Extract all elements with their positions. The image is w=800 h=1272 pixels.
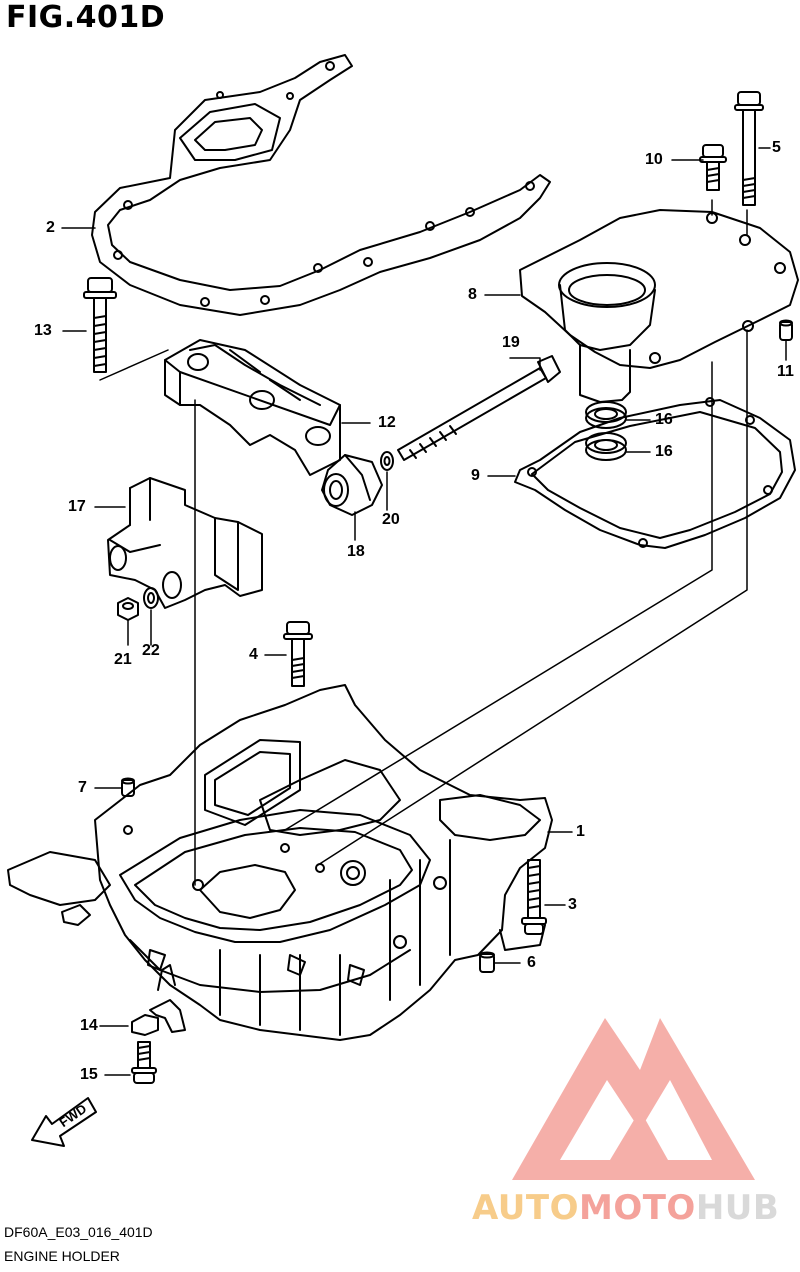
figure-title: FIG.401D: [6, 0, 166, 35]
callout-21: 21: [114, 651, 132, 668]
callout-4: 4: [249, 646, 258, 663]
watermark-part-auto: AUTO: [472, 1188, 579, 1228]
figure-caption: ENGINE HOLDER: [4, 1248, 120, 1264]
callout-6: 6: [527, 954, 536, 971]
callout-17: 17: [68, 498, 86, 515]
bracket-part-17: [107, 477, 263, 609]
cover-part-8: [519, 209, 799, 403]
fwd-arrow-icon: [31, 1097, 97, 1147]
callout-9: 9: [471, 467, 480, 484]
callout-5: 5: [772, 139, 781, 156]
dowel-part-11: [779, 319, 793, 341]
bolt-part-4: [283, 621, 313, 687]
bolt-part-15: [131, 1041, 157, 1084]
leader-lines: [61, 147, 787, 1076]
callout-2: 2: [46, 219, 55, 236]
seal-part-16-upper: [585, 401, 627, 429]
washer-part-22: [143, 587, 159, 609]
callout-18: 18: [347, 543, 365, 560]
gasket-part-9: [514, 397, 796, 549]
bolt-part-13: [83, 277, 117, 373]
callout-16-upper: 16: [655, 411, 673, 428]
callout-13: 13: [34, 322, 52, 339]
callout-20: 20: [382, 511, 400, 528]
callout-12: 12: [378, 414, 396, 431]
callout-15: 15: [80, 1066, 98, 1083]
callout-3: 3: [568, 896, 577, 913]
callout-10: 10: [645, 151, 663, 168]
callout-19: 19: [502, 334, 520, 351]
bushing-part-18: [321, 454, 383, 516]
watermark-logo-icon: [512, 1018, 755, 1180]
callout-14: 14: [80, 1017, 98, 1034]
callout-1: 1: [576, 823, 585, 840]
dowel-part-6: [479, 951, 495, 973]
washer-part-20: [380, 451, 394, 471]
bolt-part-5: [734, 91, 764, 206]
callout-8: 8: [468, 286, 477, 303]
nut-part-21: [117, 597, 139, 621]
mount-block-part-12: [164, 339, 341, 476]
fitting-part-14: [131, 964, 186, 1036]
gasket-part-2: [91, 54, 551, 316]
callout-16-lower: 16: [655, 443, 673, 460]
assembly-guide-lines: [194, 199, 748, 886]
bolt-part-10: [699, 144, 727, 191]
figure-code: DF60A_E03_016_401D: [4, 1224, 153, 1240]
watermark-part-hub: HUB: [695, 1188, 780, 1228]
bolt-part-3: [521, 859, 547, 935]
engine-holder-part-1: [7, 684, 553, 1041]
long-bolt-part-19: [397, 355, 561, 461]
callout-11: 11: [777, 363, 794, 380]
watermark-text: AUTOMOTOHUB: [472, 1188, 779, 1228]
callout-22: 22: [142, 642, 160, 659]
callout-7: 7: [78, 779, 87, 796]
watermark-part-moto: MOTO: [578, 1188, 696, 1228]
